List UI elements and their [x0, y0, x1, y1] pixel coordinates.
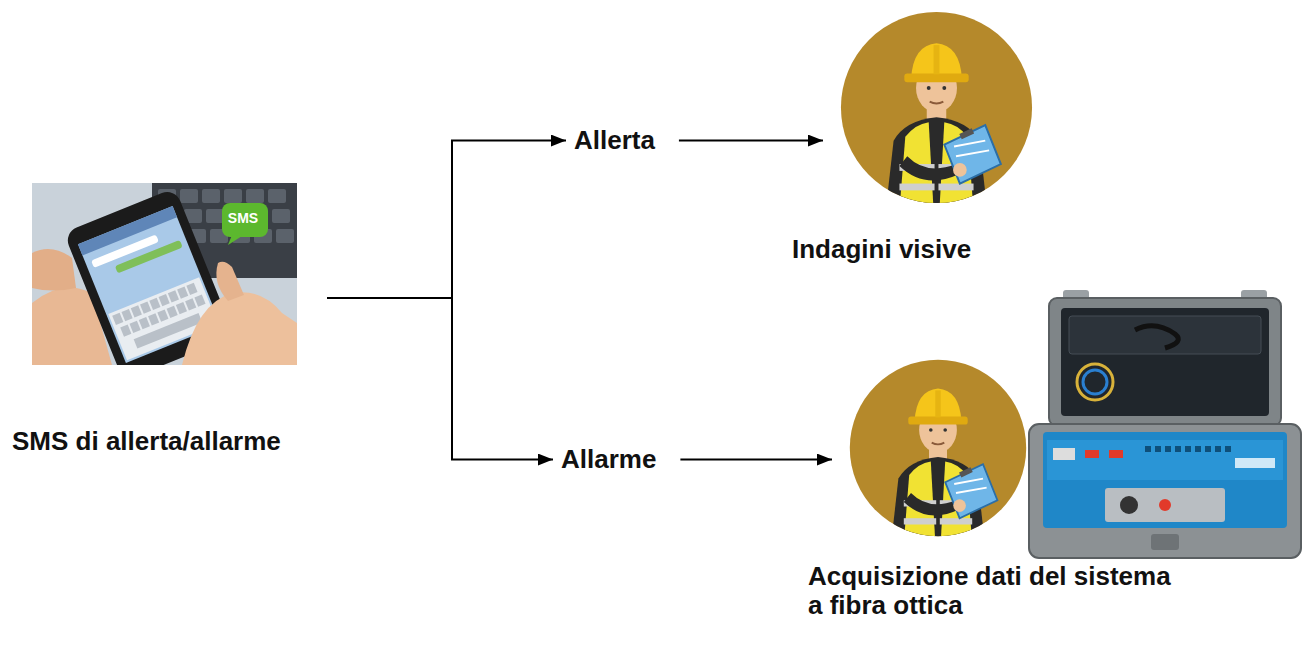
icon-label: SMS: [220, 210, 266, 226]
worker-circle: [839, 10, 1034, 205]
text-node: Allerta: [566, 122, 663, 159]
worker-node: Indagini visive: [788, 10, 1038, 264]
fiber-optic-case: [1025, 290, 1304, 562]
connector-arrow: [679, 140, 823, 142]
node-label: Allerta: [574, 126, 655, 155]
node-caption: SMS di allerta/allarme: [12, 427, 380, 456]
connector-arrow: [327, 298, 553, 460]
node-caption: Indagini visive: [792, 235, 1038, 264]
connector-arrow: [327, 141, 566, 298]
worker-node: Acquisizione dati del sistema a fibra ot…: [800, 358, 1190, 620]
connector-arrow: [680, 459, 832, 461]
text-node: Allarme: [553, 441, 664, 478]
image-node: SMS di allerta/allarme: [10, 183, 380, 456]
node-caption: Acquisizione dati del sistema a fibra ot…: [808, 562, 1190, 620]
node-label: Allarme: [561, 445, 656, 474]
worker-circle: [848, 358, 1028, 538]
